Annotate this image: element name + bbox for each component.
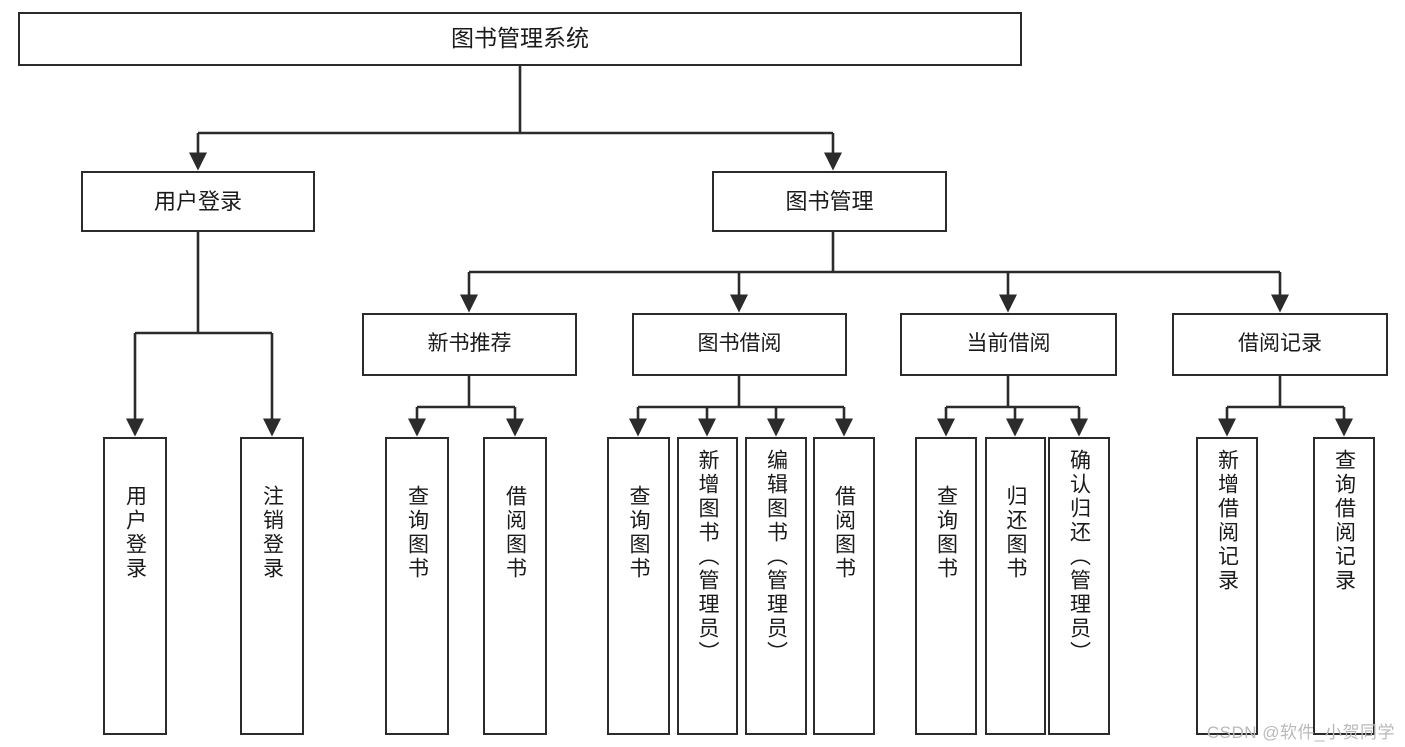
leaf-query-books-borrow-label: 查询图书 — [627, 485, 650, 581]
leaf-logout-label: 注销登录 — [260, 485, 284, 581]
node-borrow-record-label: 借阅记录 — [1238, 332, 1322, 356]
leaf-edit-book-admin-label: 编辑图书（管理员） — [764, 449, 788, 665]
leaf-query-books-current[interactable]: 查询图书 — [915, 437, 977, 735]
leaf-add-borrow-record-label: 新增借阅记录 — [1215, 449, 1239, 593]
leaf-user-login-label: 用户登录 — [123, 485, 147, 581]
node-book-borrow-label: 图书借阅 — [697, 332, 782, 356]
leaf-query-books-current-label: 查询图书 — [934, 485, 958, 581]
watermark: CSDN @软件_小贺同学 — [1206, 723, 1395, 742]
leaf-edit-book-admin[interactable]: 编辑图书（管理员） — [745, 437, 807, 735]
leaf-borrow-books-recommend[interactable]: 借阅图书 — [483, 437, 547, 735]
leaf-user-login[interactable]: 用户登录 — [103, 437, 167, 735]
node-new-book-recommend-label: 新书推荐 — [427, 332, 512, 356]
node-new-book-recommend[interactable]: 新书推荐 — [362, 313, 577, 376]
node-root-label: 图书管理系统 — [451, 25, 589, 52]
leaf-query-borrow-record[interactable]: 查询借阅记录 — [1313, 437, 1375, 735]
node-book-borrow[interactable]: 图书借阅 — [632, 313, 847, 376]
leaf-borrow-books-borrow[interactable]: 借阅图书 — [813, 437, 875, 735]
node-user-login-label: 用户登录 — [153, 188, 242, 214]
leaf-borrow-books-borrow-label: 借阅图书 — [832, 485, 856, 581]
leaf-return-books-label: 归还图书 — [1004, 485, 1027, 581]
node-user-login[interactable]: 用户登录 — [81, 171, 315, 232]
leaf-confirm-return-admin-label: 确认归还（管理员） — [1067, 449, 1091, 665]
leaf-return-books[interactable]: 归还图书 — [985, 437, 1046, 735]
leaf-query-books-recommend[interactable]: 查询图书 — [385, 437, 449, 735]
leaf-logout[interactable]: 注销登录 — [240, 437, 304, 735]
leaf-query-books-recommend-label: 查询图书 — [405, 485, 429, 581]
node-root[interactable]: 图书管理系统 — [18, 12, 1022, 66]
leaf-borrow-books-recommend-label: 借阅图书 — [503, 485, 527, 581]
leaf-add-book-admin-label: 新增图书（管理员） — [696, 449, 719, 665]
leaf-add-book-admin[interactable]: 新增图书（管理员） — [677, 437, 738, 735]
leaf-confirm-return-admin[interactable]: 确认归还（管理员） — [1048, 437, 1110, 735]
node-current-borrow-label: 当前借阅 — [966, 332, 1051, 356]
node-borrow-record[interactable]: 借阅记录 — [1172, 313, 1388, 376]
leaf-query-borrow-record-label: 查询借阅记录 — [1332, 449, 1356, 593]
node-book-management[interactable]: 图书管理 — [712, 171, 947, 232]
leaf-query-books-borrow[interactable]: 查询图书 — [607, 437, 670, 735]
leaf-add-borrow-record[interactable]: 新增借阅记录 — [1196, 437, 1258, 735]
node-book-management-label: 图书管理 — [785, 188, 874, 214]
node-current-borrow[interactable]: 当前借阅 — [900, 313, 1117, 376]
